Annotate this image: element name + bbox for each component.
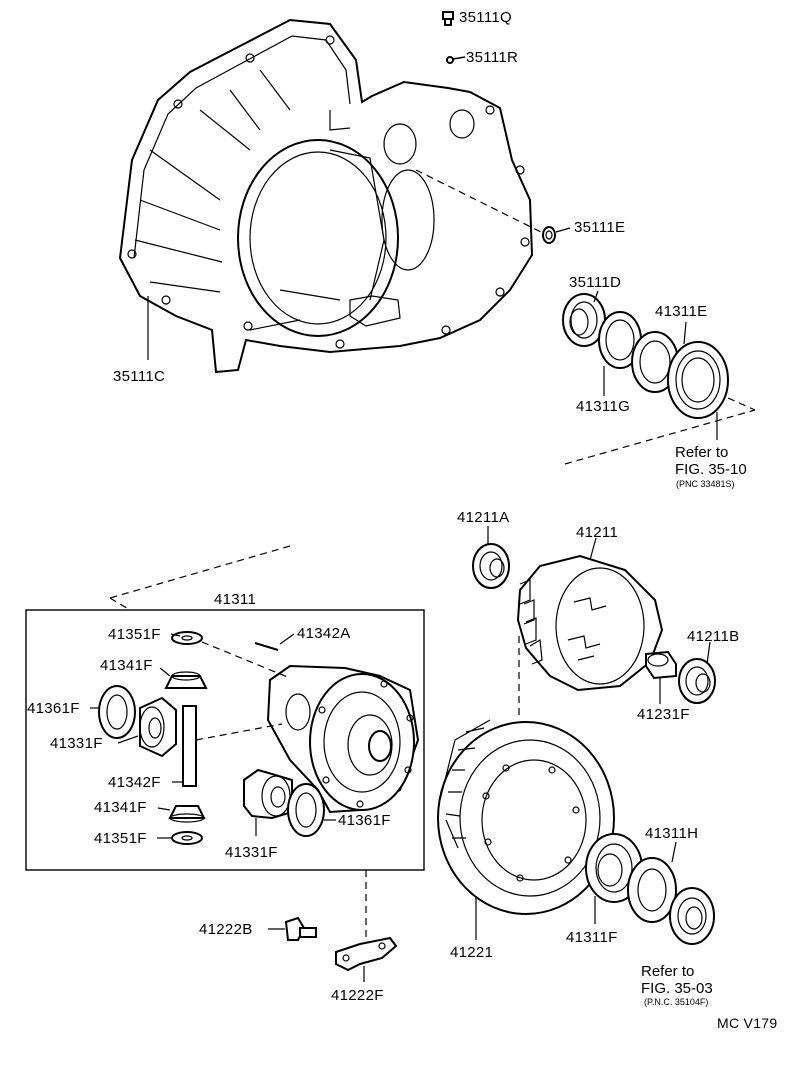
label-41311H: 41311H xyxy=(645,825,698,842)
side-washer-41361F-right-icon xyxy=(287,783,325,837)
label-41222F: 41222F xyxy=(331,987,384,1004)
label-41361F-left: 41361F xyxy=(27,700,80,717)
label-41221: 41221 xyxy=(450,944,493,961)
svg-text:(PNC 33481S): (PNC 33481S) xyxy=(676,479,735,489)
label-41231F: 41231F xyxy=(637,706,690,723)
reference-fig-35-03: Refer to FIG. 35-03 (P.N.C. 35104F) xyxy=(641,963,713,1007)
svg-text:Refer to: Refer to xyxy=(675,444,728,461)
label-35111Q: 35111Q xyxy=(459,9,512,26)
label-41341F-bottom: 41341F xyxy=(94,799,147,816)
svg-text:FIG. 35-10: FIG. 35-10 xyxy=(675,461,747,478)
lock-plate-41222F-icon xyxy=(335,936,398,972)
ring-35111E-icon xyxy=(542,226,556,244)
transaxle-case-35111C xyxy=(118,18,534,374)
label-41342F: 41342F xyxy=(108,774,161,791)
label-41331F-left: 41331F xyxy=(50,735,103,752)
label-41351F-top: 41351F xyxy=(108,626,161,643)
thrust-washer-41351F-top-icon xyxy=(171,631,203,645)
label-41211: 41211 xyxy=(576,524,618,541)
pinion-shaft-41342F-icon xyxy=(182,705,197,787)
figure-code: MC V179 xyxy=(717,1015,777,1031)
pin-35111R-icon xyxy=(446,56,466,64)
svg-text:(P.N.C. 35104F): (P.N.C. 35104F) xyxy=(644,997,708,1007)
bolt-41222B-icon xyxy=(284,916,317,941)
label-35111E: 35111E xyxy=(574,219,625,236)
differential-case-icon xyxy=(266,664,420,814)
svg-text:Refer to: Refer to xyxy=(641,963,694,980)
label-35111C: 35111C xyxy=(113,368,165,385)
label-35111R: 35111R xyxy=(466,49,518,66)
pinion-gear-41341F-bottom-icon xyxy=(168,805,206,823)
side-gear-41331F-left-icon xyxy=(139,696,177,758)
reference-fig-35-10: Refer to FIG. 35-10 (PNC 33481S) xyxy=(675,444,747,489)
bearing-41211A-icon xyxy=(472,543,510,589)
shim-41311G-icon xyxy=(598,311,642,369)
label-41311E: 41311E xyxy=(655,303,707,320)
label-41311F: 41311F xyxy=(566,929,618,946)
label-41211A: 41211A xyxy=(457,509,509,526)
bearing-race-icon xyxy=(669,887,715,945)
differential-case-assy-box xyxy=(25,609,425,871)
bearing-41211B-icon xyxy=(678,658,716,704)
label-35111D: 35111D xyxy=(569,274,621,291)
speedometer-drive-gear-41211-icon xyxy=(516,554,664,692)
label-41222B: 41222B xyxy=(199,921,253,938)
bolt-35111Q-icon xyxy=(442,11,454,26)
label-41351F-bottom: 41351F xyxy=(94,830,147,847)
svg-text:FIG. 35-03: FIG. 35-03 xyxy=(641,980,713,997)
label-41211B: 41211B xyxy=(687,628,739,645)
side-gear-41331F-bottom-icon xyxy=(243,768,293,820)
sleeve-41231F-icon xyxy=(645,650,677,680)
side-washer-41361F-left-icon xyxy=(98,685,136,739)
thrust-washer-41351F-bottom-icon xyxy=(171,831,203,845)
pinion-gear-41341F-top-icon xyxy=(164,671,208,689)
label-41331F-bottom: 41331F xyxy=(225,844,278,861)
label-41311: 41311 xyxy=(214,591,256,608)
label-41342A: 41342A xyxy=(297,625,351,642)
label-41311G: 41311G xyxy=(576,398,630,415)
bearing-41311E-icon xyxy=(631,331,729,419)
label-41361F-right: 41361F xyxy=(338,812,391,829)
label-41341F-top: 41341F xyxy=(100,657,153,674)
shim-41311H-icon xyxy=(627,857,677,923)
ring-gear-41221-icon xyxy=(437,719,615,915)
